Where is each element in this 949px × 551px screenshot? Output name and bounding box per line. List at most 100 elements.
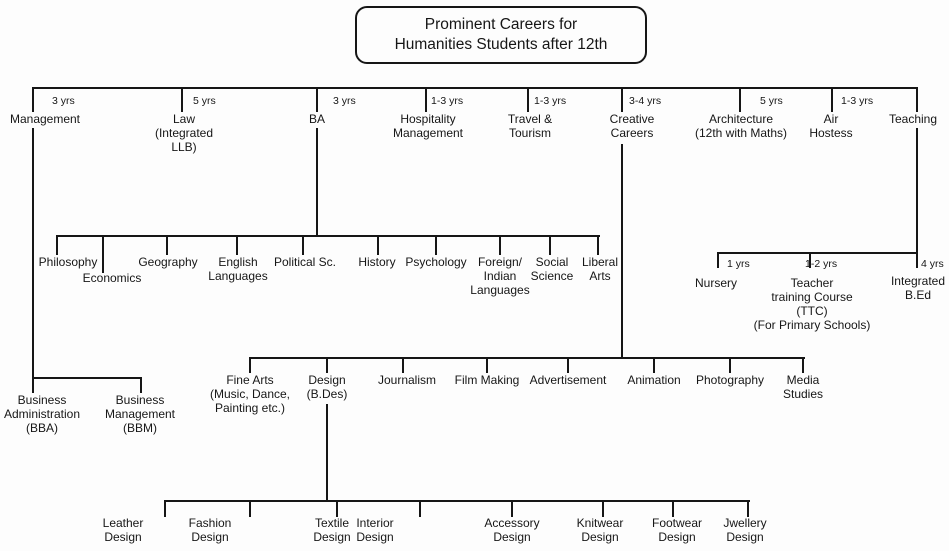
tick-architecture <box>739 87 741 112</box>
tick-air-hostess <box>831 87 833 112</box>
tick-political-sc <box>302 235 304 255</box>
design-spec-interior: Interior Design <box>356 516 394 545</box>
ba-subject-social-science: Social Science <box>530 255 574 284</box>
management-trunk-line <box>32 128 34 378</box>
tick-bba <box>32 377 34 393</box>
tick-bbm <box>140 377 142 393</box>
tick-creative <box>621 87 623 112</box>
creative-field-fine-arts: Fine Arts (Music, Dance, Painting etc.) <box>209 373 291 416</box>
creative-field-journalism: Journalism <box>377 373 437 387</box>
tick-nursery <box>717 252 719 268</box>
tick-travel <box>527 87 529 112</box>
creative-field-media-studies: Media Studies <box>782 373 824 402</box>
tick-foreign-languages <box>499 235 501 255</box>
ba-trunk-line <box>316 128 318 237</box>
tick-ba <box>316 87 318 112</box>
tick-psychology <box>435 235 437 255</box>
ba-subject-geography: Geography <box>138 255 198 269</box>
ba-subject-foreign-languages: Foreign/ Indian Languages <box>470 255 530 298</box>
branch-label-hospitality: Hospitality Management <box>392 112 464 141</box>
tick-interior-design <box>419 500 421 517</box>
design-spec-fashion: Fashion Design <box>188 516 232 545</box>
years-integrated-bed: 4 yrs <box>921 258 944 270</box>
tick-leather-design <box>164 500 166 517</box>
creative-connector-line <box>250 357 805 359</box>
teaching-path-integrated-bed: Integrated B.Ed <box>890 274 946 303</box>
ba-subject-english-languages: English Languages <box>208 255 268 284</box>
tick-advertisement <box>567 357 569 373</box>
years-nursery: 1 yrs <box>727 258 750 270</box>
tick-design <box>326 357 328 373</box>
design-spec-knitwear: Knitwear Design <box>576 516 624 545</box>
years-architecture: 5 yrs <box>760 95 783 107</box>
years-air-hostess: 1-3 yrs <box>841 95 874 107</box>
years-ba: 3 yrs <box>333 95 356 107</box>
years-hospitality: 1-3 yrs <box>431 95 464 107</box>
tick-philosophy <box>56 235 58 255</box>
design-spec-jwellery: Jwellery Design <box>723 516 767 545</box>
degree-bba: Business Administration (BBA) <box>3 393 81 436</box>
creative-field-film-making: Film Making <box>454 373 520 387</box>
design-spec-accessory: Accessory Design <box>484 516 540 545</box>
tick-accessory-design <box>511 500 513 517</box>
tick-social-science <box>549 235 551 255</box>
branch-label-law: Law (Integrated LLB) <box>154 112 214 155</box>
tick-ttc <box>809 252 811 268</box>
design-trunk-line <box>326 404 328 502</box>
branch-label-creative: Creative Careers <box>609 112 655 141</box>
tick-law <box>181 87 183 112</box>
tick-economics <box>102 235 104 273</box>
tick-teaching <box>916 87 918 112</box>
years-management: 3 yrs <box>52 95 75 107</box>
tick-textile-design <box>336 500 338 517</box>
creative-field-photography: Photography <box>695 373 765 387</box>
creative-field-animation: Animation <box>627 373 681 387</box>
tick-geography <box>166 235 168 255</box>
ba-subject-economics: Economics <box>82 271 142 285</box>
branch-label-air-hostess: Air Hostess <box>809 112 853 141</box>
teaching-connector-line <box>718 252 918 254</box>
tick-photography <box>729 357 731 373</box>
tick-english-languages <box>236 235 238 255</box>
years-travel: 1-3 yrs <box>534 95 567 107</box>
tick-film-making <box>486 357 488 373</box>
teaching-trunk-line <box>916 128 918 254</box>
tick-fine-arts <box>249 357 251 373</box>
creative-trunk-line <box>621 144 623 359</box>
main-connector-line <box>32 87 918 89</box>
design-spec-leather: Leather Design <box>102 516 144 545</box>
creative-field-advertisement: Advertisement <box>529 373 607 387</box>
years-ttc: 1-2 yrs <box>805 258 838 270</box>
years-law: 5 yrs <box>193 95 216 107</box>
years-creative: 3-4 yrs <box>629 95 662 107</box>
branch-label-architecture: Architecture (12th with Maths) <box>694 112 788 141</box>
tick-liberal-arts <box>597 235 599 255</box>
ba-subject-history: History <box>358 255 396 269</box>
branch-label-ba: BA <box>308 112 326 126</box>
tick-integrated-bed <box>916 252 918 268</box>
diagram-title: Prominent Careers for Humanities Student… <box>394 15 608 53</box>
management-connector-line <box>32 377 142 379</box>
ba-subject-philosophy: Philosophy <box>38 255 98 269</box>
design-connector-line <box>165 500 750 502</box>
design-spec-textile: Textile Design <box>313 516 351 545</box>
teaching-path-nursery: Nursery <box>694 276 738 290</box>
teaching-path-ttc: Teacher training Course (TTC) (For Prima… <box>753 276 871 333</box>
tick-footwear-design <box>672 500 674 517</box>
creative-field-design: Design (B.Des) <box>306 373 348 402</box>
title-box: Prominent Careers for Humanities Student… <box>355 6 647 64</box>
tick-hospitality <box>425 87 427 112</box>
tick-knitwear-design <box>602 500 604 517</box>
tick-management <box>32 87 34 112</box>
design-spec-footwear: Footwear Design <box>651 516 703 545</box>
tick-jwellery-design <box>747 500 749 517</box>
degree-bbm: Business Management (BBM) <box>104 393 176 436</box>
ba-subject-political-sc: Political Sc. <box>273 255 337 269</box>
tick-fashion-design <box>249 500 251 517</box>
branch-label-travel: Travel & Tourism <box>507 112 553 141</box>
branch-label-teaching: Teaching <box>888 112 938 126</box>
tick-history <box>377 235 379 255</box>
tick-animation <box>653 357 655 373</box>
ba-subject-liberal-arts: Liberal Arts <box>581 255 619 284</box>
